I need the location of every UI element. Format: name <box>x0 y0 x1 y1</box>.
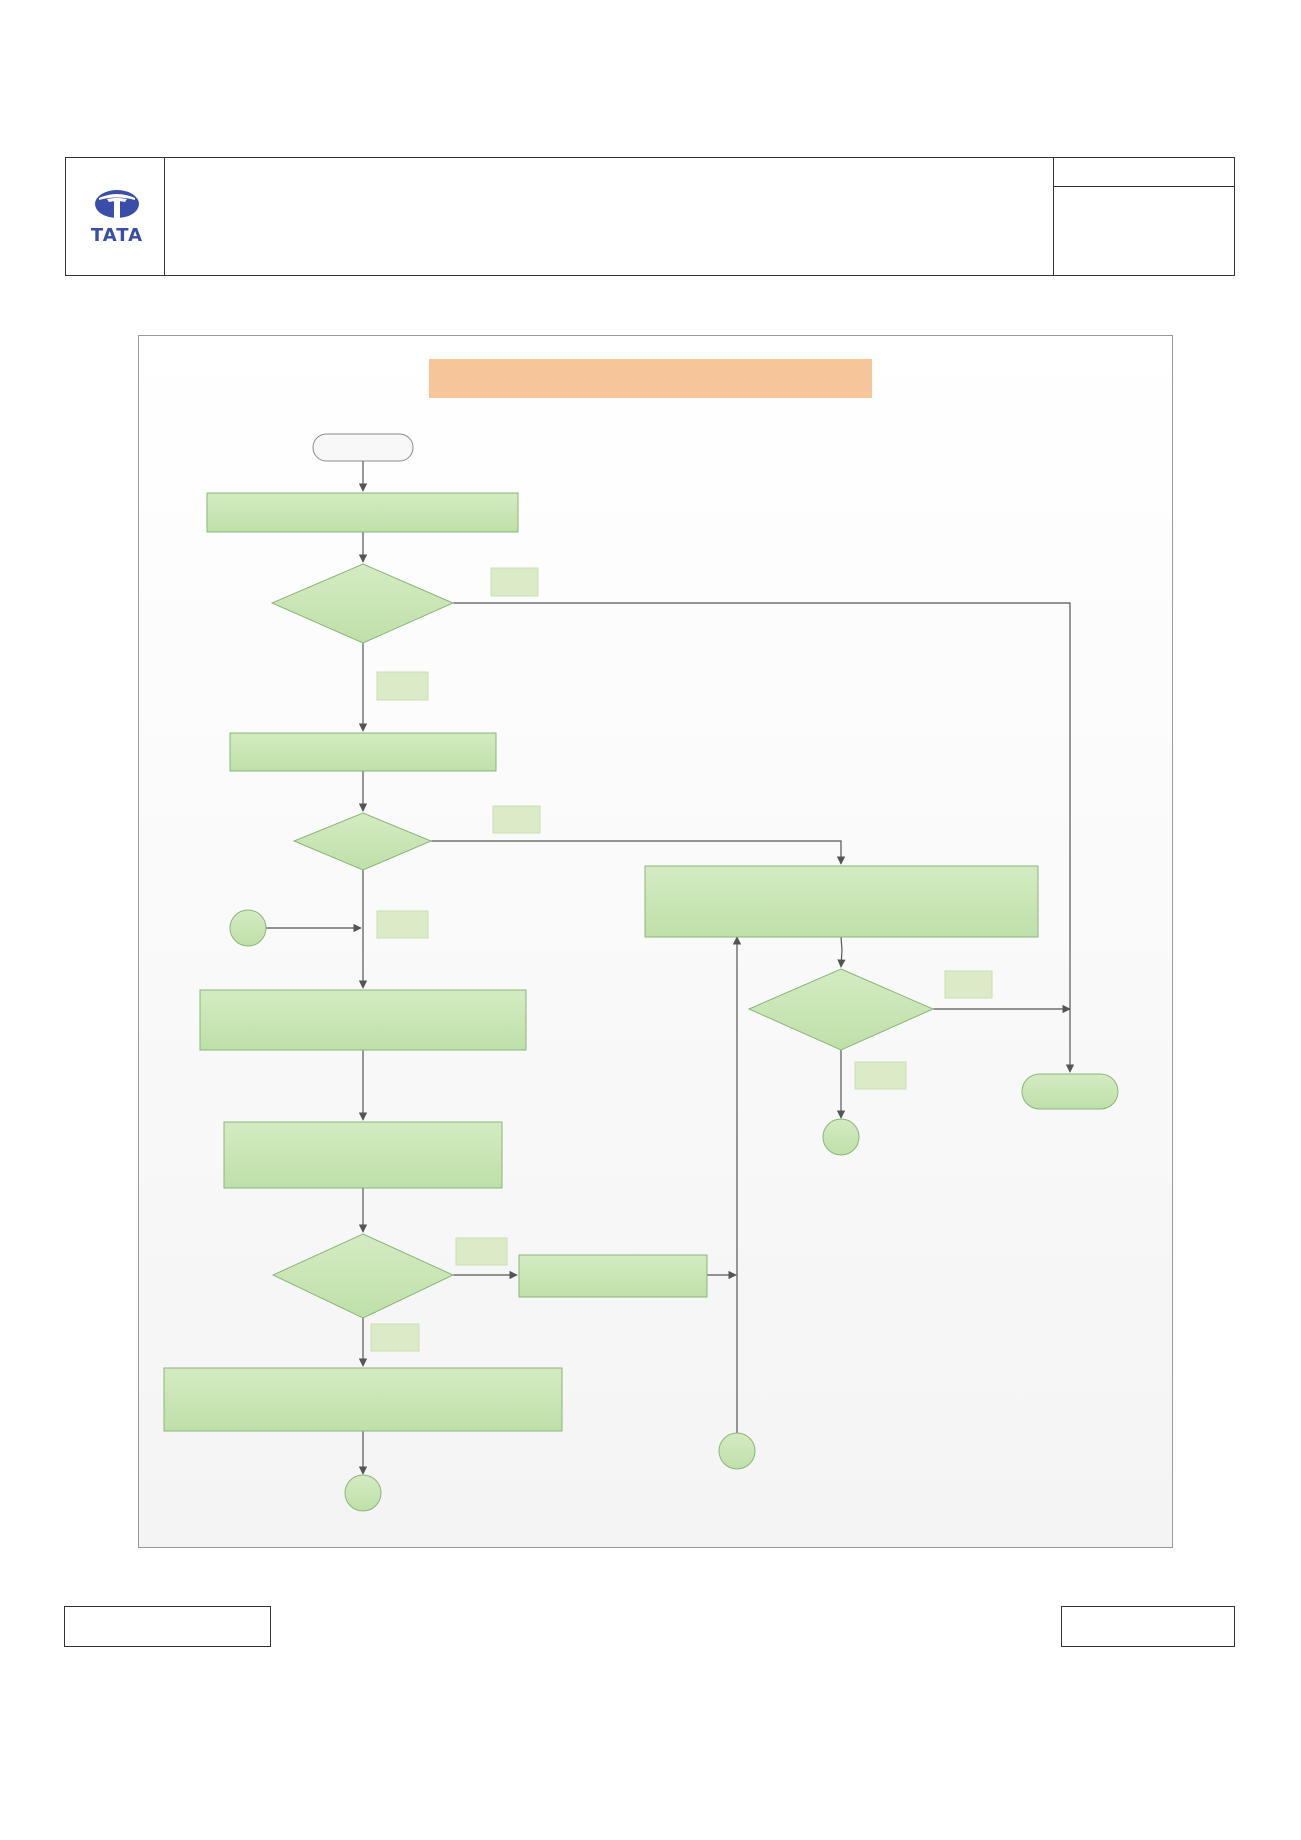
end-terminator <box>1021 1073 1119 1110</box>
tata-emblem-icon <box>95 190 139 218</box>
process-4 <box>223 1121 503 1189</box>
process-7 <box>644 865 1039 938</box>
edge-label-d1-right <box>490 567 539 597</box>
edge-label-d4-right <box>944 970 993 999</box>
edge-label-d4-down <box>854 1061 907 1090</box>
edge-p7-d4 <box>837 936 846 968</box>
header-meta-cell <box>1053 158 1234 275</box>
edge-label-d3-down <box>370 1323 420 1352</box>
decision-1 <box>270 563 455 644</box>
edge-d2-p7 <box>431 840 846 865</box>
process-3 <box>199 989 527 1051</box>
footer-left-cell <box>64 1606 271 1647</box>
footer-right-cell <box>1061 1606 1235 1647</box>
document-header: TATA <box>65 157 1235 276</box>
logo-text: TATA <box>90 225 144 246</box>
edge-label-d3-right <box>455 1237 508 1266</box>
flow-edges <box>266 461 1075 1475</box>
connector-bottom <box>344 1474 382 1512</box>
diagram-frame <box>138 335 1173 1548</box>
edge-label-d2-right <box>492 805 541 834</box>
diagram-title-bar <box>429 359 872 398</box>
process-1 <box>206 492 519 533</box>
start-terminator <box>312 433 414 462</box>
process-6 <box>518 1254 708 1298</box>
edge-labels <box>370 567 993 1352</box>
connector-right <box>822 1118 860 1156</box>
edge-d1-end <box>453 602 1075 1073</box>
tata-logo: TATA <box>85 186 149 250</box>
header-logo-cell: TATA <box>66 158 165 275</box>
connector-left <box>229 909 267 947</box>
decision-4 <box>747 968 935 1051</box>
decision-3 <box>271 1233 455 1319</box>
decision-2 <box>292 812 433 871</box>
edge-label-d1-down <box>376 671 429 701</box>
process-2 <box>229 732 497 772</box>
process-5 <box>163 1367 563 1432</box>
edge-label-d2-down <box>376 910 429 939</box>
connector-mid <box>718 1432 756 1470</box>
header-doc-ref <box>1054 158 1234 187</box>
